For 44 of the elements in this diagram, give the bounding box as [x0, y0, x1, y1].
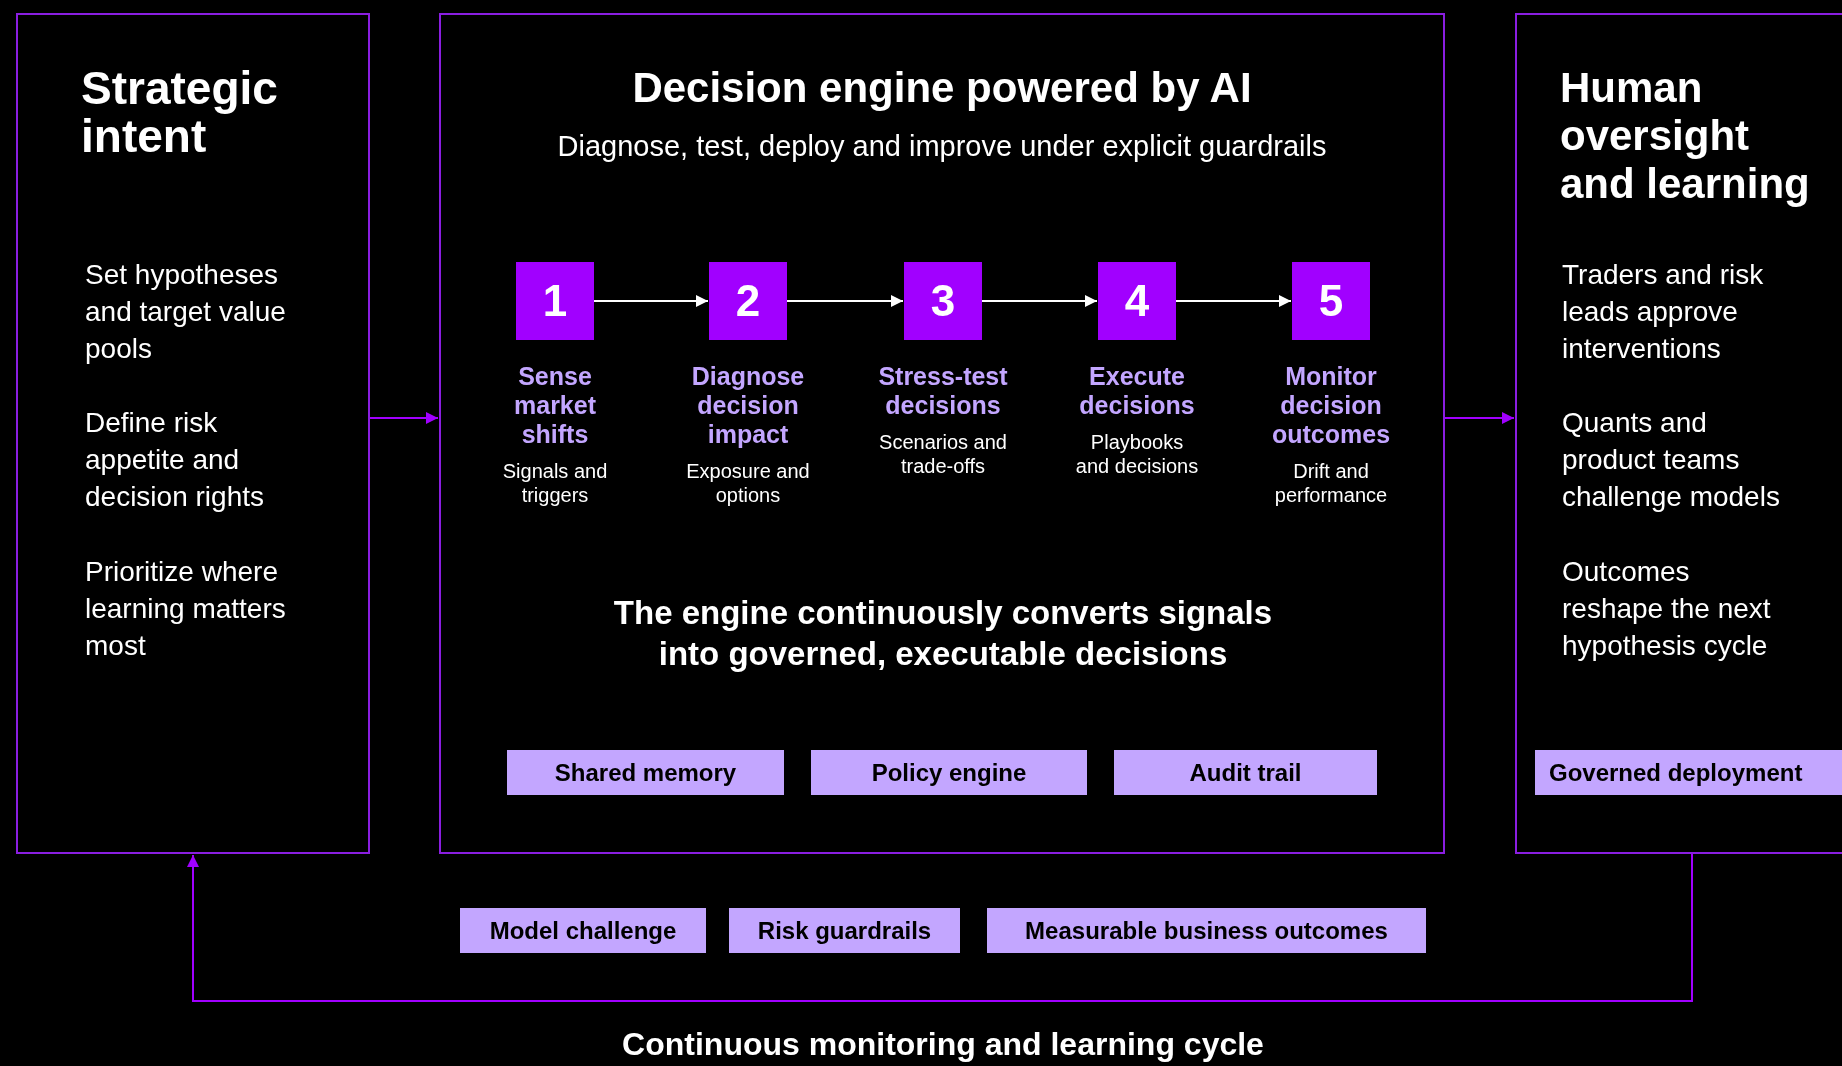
step-number-box: 1 [516, 262, 594, 340]
step-title: Sense market shifts [513, 362, 597, 449]
step-description: Drift and performance [1273, 459, 1389, 507]
arrow [369, 412, 439, 424]
step-title: Diagnose decision impact [690, 362, 806, 449]
panel-text: Quants and product teams challenge models [1562, 406, 1781, 514]
summary-statement: The engine continuously converts signals into governed, executable decisions [612, 593, 1274, 674]
step-title: Execute decisions [1078, 362, 1196, 420]
arrow [1444, 412, 1515, 424]
tag-chip: Policy engine [811, 750, 1087, 795]
arrow [1175, 295, 1292, 307]
step-title: Stress-test decisions [877, 362, 1009, 420]
step-title: Monitor decision outcomes [1270, 362, 1392, 449]
panel-card [1515, 13, 1842, 854]
panel-subtitle: Diagnose, test, deploy and improve under explicit guardrails [556, 130, 1328, 163]
step-description: Exposure and options [685, 459, 811, 507]
step-description: Scenarios and trade-offs [878, 430, 1008, 478]
panel-text: Prioritize where learning matters most [85, 555, 287, 663]
step-number-box: 4 [1098, 262, 1176, 340]
panel-text: Traders and risk leads approve interventions [1562, 258, 1765, 366]
panel-text: Outcomes reshape the next hypothesis cycle [1562, 555, 1772, 663]
tag-chip: Model challenge [460, 908, 706, 953]
panel-text: Set hypotheses and target value pools [85, 258, 287, 366]
panel-card [439, 13, 1445, 854]
arrow [981, 295, 1098, 307]
panel-card [16, 13, 370, 854]
panel-title: Human oversight and learning [1560, 64, 1811, 208]
step-description: Signals and triggers [501, 459, 609, 507]
panel-title: Decision engine powered by AI [631, 64, 1253, 112]
step-description: Playbooks and decisions [1074, 430, 1200, 478]
step-number-box: 2 [709, 262, 787, 340]
tag-chip: Shared memory [507, 750, 784, 795]
step-number-box: 3 [904, 262, 982, 340]
panel-text: Define risk appetite and decision rights [85, 406, 265, 514]
tag-chip: Risk guardrails [729, 908, 960, 953]
tag-chip: Measurable business outcomes [987, 908, 1426, 953]
arrow [593, 295, 709, 307]
panel-title: Strategic intent [81, 64, 279, 160]
step-number-box: 5 [1292, 262, 1370, 340]
tag-chip: Audit trail [1114, 750, 1377, 795]
feedback-arrow [187, 853, 1693, 1002]
tag-chip: Governed deployment [1535, 750, 1842, 795]
arrow [786, 295, 904, 307]
caption: Continuous monitoring and learning cycle [621, 1026, 1265, 1063]
